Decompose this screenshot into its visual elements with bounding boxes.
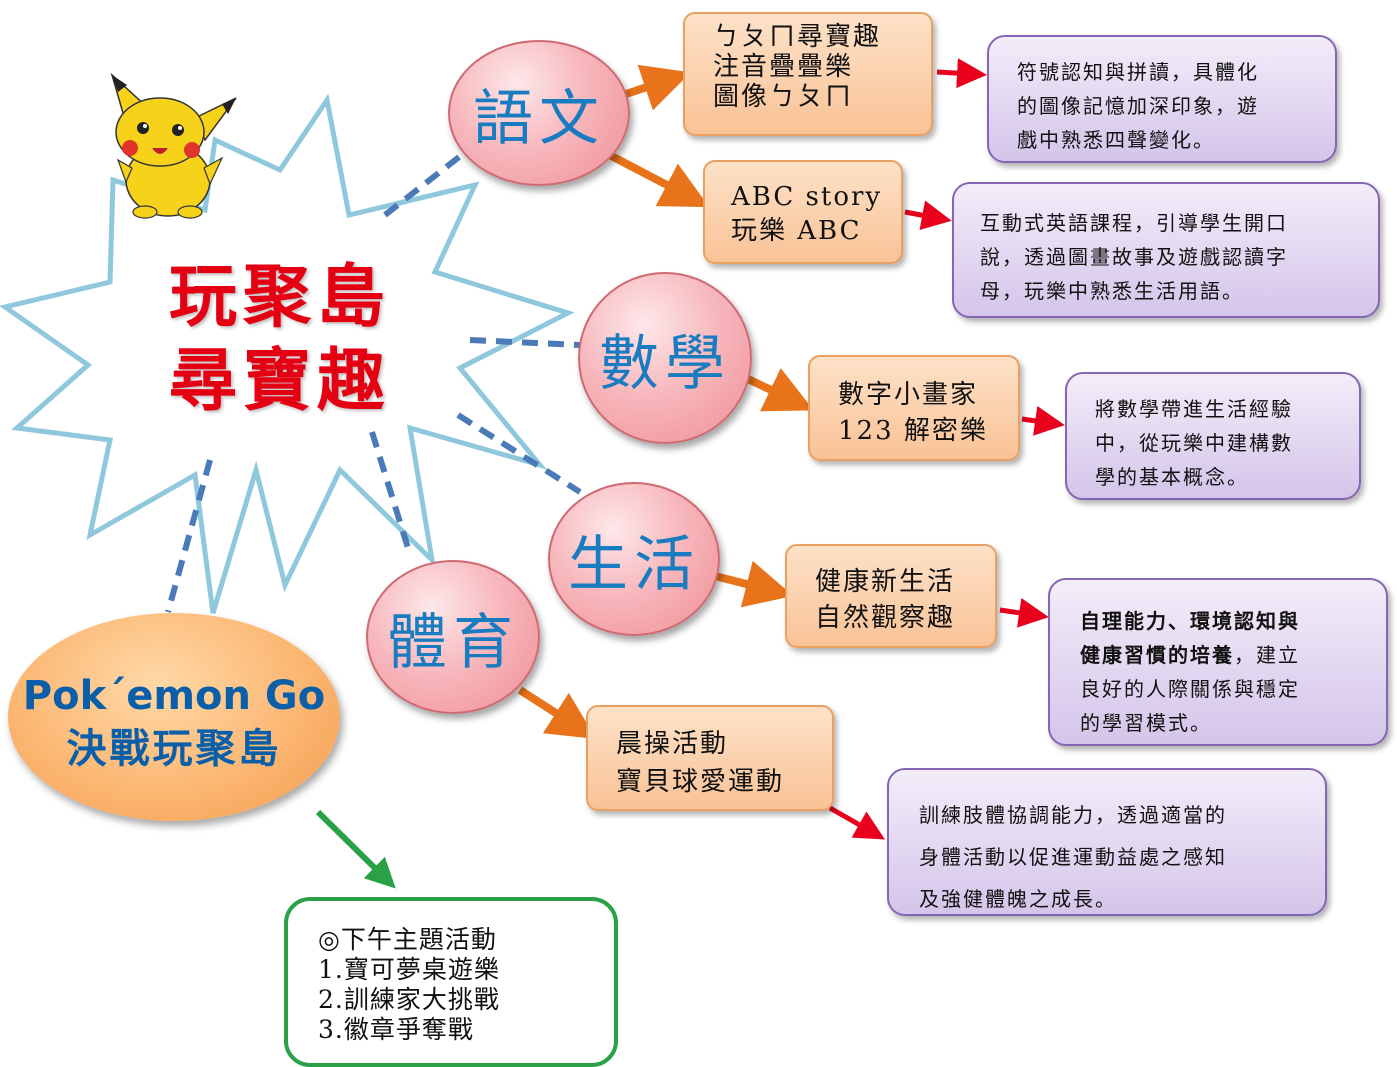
activity-math-line2: 123 解密樂 — [838, 416, 988, 446]
desc-bpmf-line2: 的圖像記憶加深印象，遊 — [1017, 94, 1259, 118]
activity-pe-line1: 晨操活動 — [616, 729, 729, 759]
activity-box-abc: ABC story 玩樂 ABC — [703, 160, 903, 264]
starburst-shape — [0, 93, 575, 614]
subject-pe: 體育 — [366, 560, 540, 714]
afternoon-heading: ◎下午主題活動 — [318, 925, 497, 954]
desc-life-line2: 健康習慣的培養，建立 — [1080, 638, 1386, 672]
desc-box-math: 將數學帶進生活經驗 中，從玩樂中建構數 學的基本概念。 — [1065, 372, 1361, 500]
activity-bpmf-line2: 注音疊疊樂 — [713, 52, 854, 82]
desc-box-life: 自理能力、環境認知與 健康習慣的培養，建立 良好的人際關係與穩定 的學習模式。 — [1048, 578, 1388, 746]
activity-box-pe: 晨操活動 寶貝球愛運動 — [586, 705, 834, 811]
main-title: 玩聚島 尋寶趣 — [150, 255, 410, 423]
pokemon-go-line2: 決戰玩聚島 — [66, 726, 282, 772]
desc-life-line4: 的學習模式。 — [1080, 711, 1212, 735]
afternoon-item-3: 3.徽章爭奪戰 — [318, 1015, 474, 1044]
pokemon-go-ellipse: Pok´emon Go 決戰玩聚島 — [8, 613, 340, 821]
desc-math-line3: 學的基本概念。 — [1095, 465, 1249, 489]
activity-pe-line2: 寶貝球愛運動 — [616, 767, 785, 797]
arrow-math-desc — [1021, 406, 1065, 436]
arrow-language-bpmf — [624, 64, 691, 111]
connector-pokemon — [165, 459, 213, 613]
connector-math — [469, 337, 581, 348]
arrow-abc-desc — [904, 200, 952, 230]
arrow-pe-desc — [828, 805, 886, 840]
main-title-line2: 尋寶趣 — [168, 341, 391, 421]
pokemon-go-line1: Pok´emon Go — [22, 673, 326, 719]
arrow-bpmf-desc — [936, 58, 987, 89]
desc-abc-line2: 說，透過圖畫故事及遊戲認讀字 — [980, 245, 1288, 269]
desc-box-abc: 互動式英語課程，引導學生開口 說，透過圖畫故事及遊戲認讀字 母，玩樂中熟悉生活用… — [952, 182, 1380, 318]
desc-life-bold2: 健康習慣的培養 — [1080, 643, 1234, 667]
arrow-life-desc — [999, 597, 1049, 628]
activity-box-bpmf: ㄅㄆㄇ尋寶趣 注音疊疊樂 圖像ㄅㄆㄇ — [683, 12, 933, 136]
desc-box-pe: 訓練肢體協調能力，透過適當的 身體活動以促進運動益處之感知 及強健體魄之成長。 — [887, 768, 1327, 916]
activity-life-line2: 自然觀察趣 — [815, 603, 956, 633]
desc-abc-line3: 母，玩樂中熟悉生活用語。 — [980, 279, 1244, 303]
activity-life-line1: 健康新生活 — [815, 567, 956, 597]
connector-language — [383, 147, 470, 218]
arrow-life — [714, 560, 794, 608]
arrow-pe — [517, 686, 597, 739]
subject-language: 語文 — [448, 40, 630, 186]
subject-life-label: 生活 — [568, 529, 700, 600]
desc-pe-line3: 及強健體魄之成長。 — [919, 887, 1117, 911]
arrow-language-abc — [598, 146, 710, 208]
activity-box-math: 數字小畫家 123 解密樂 — [808, 355, 1020, 461]
afternoon-activities-box: ◎下午主題活動 1.寶可夢桌遊樂 2.訓練家大挑戰 3.徽章爭奪戰 — [284, 897, 618, 1067]
desc-math-line1: 將數學帶進生活經驗 — [1095, 397, 1293, 421]
arrow-math — [744, 367, 814, 412]
activity-math-line1: 數字小畫家 — [838, 380, 979, 410]
subject-life: 生活 — [548, 482, 720, 636]
afternoon-item-2: 2.訓練家大挑戰 — [318, 985, 500, 1014]
connector-pe — [369, 431, 411, 549]
afternoon-item-1: 1.寶可夢桌遊樂 — [318, 955, 500, 984]
desc-abc-line1: 互動式英語課程，引導學生開口 — [980, 211, 1288, 235]
desc-life-line1: 自理能力、環境認知與 — [1080, 609, 1300, 633]
desc-life-line3: 良好的人際關係與穩定 — [1080, 677, 1300, 701]
subject-pe-label: 體育 — [387, 607, 519, 678]
arrow-pokemon-afternoon — [315, 809, 396, 889]
desc-bpmf-line3: 戲中熟悉四聲變化。 — [1017, 128, 1215, 152]
activity-bpmf-line3: 圖像ㄅㄆㄇ — [713, 82, 854, 112]
activity-box-life: 健康新生活 自然觀察趣 — [785, 544, 997, 648]
activity-abc-line1: ABC story — [731, 182, 883, 212]
activity-bpmf-line1: ㄅㄆㄇ尋寶趣 — [713, 22, 882, 52]
desc-pe-line2: 身體活動以促進運動益處之感知 — [919, 845, 1227, 869]
pikachu-icon — [110, 72, 237, 219]
desc-math-line2: 中，從玩樂中建構數 — [1095, 431, 1293, 455]
main-title-line1: 玩聚島 — [168, 257, 391, 337]
desc-life-rest1: ，建立 — [1234, 643, 1300, 667]
subject-math-label: 數學 — [599, 328, 731, 399]
desc-pe-line1: 訓練肢體協調能力，透過適當的 — [919, 803, 1227, 827]
subject-math: 數學 — [578, 272, 752, 444]
desc-box-bpmf: 符號認知與拼讀，具體化 的圖像記憶加深印象，遊 戲中熟悉四聲變化。 — [987, 35, 1337, 163]
activity-abc-line2: 玩樂 ABC — [731, 216, 862, 246]
desc-bpmf-line1: 符號認知與拼讀，具體化 — [1017, 60, 1259, 84]
subject-language-label: 語文 — [473, 83, 605, 154]
